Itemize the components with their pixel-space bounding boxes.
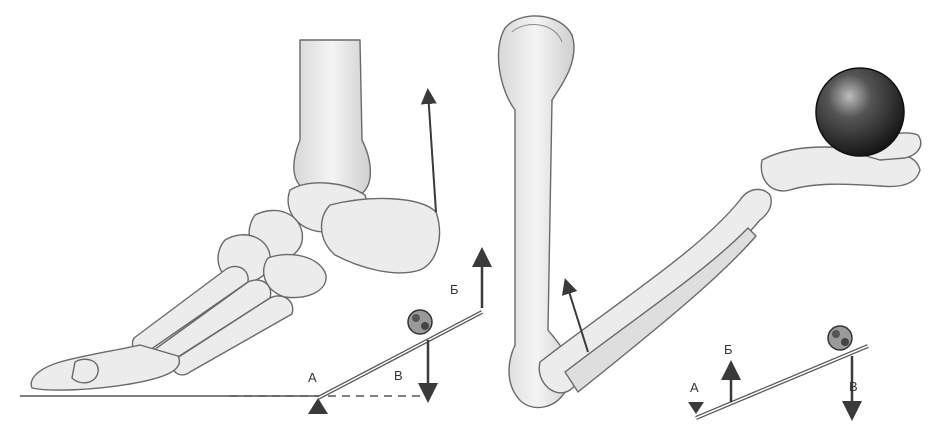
toe-phalanges: [31, 345, 179, 390]
arm-label-effort: Б: [724, 342, 733, 357]
arm-label-load: В: [849, 379, 858, 394]
foot-label-load: В: [394, 368, 403, 383]
cuboid-bone: [264, 255, 326, 298]
foot-label-effort: Б: [450, 282, 459, 297]
calcaneus-bone: [322, 199, 440, 273]
arm-lever-schematic: А Б В: [688, 326, 868, 418]
foot-label-fulcrum: А: [308, 370, 317, 385]
forearm-bones: [539, 189, 771, 392]
arm-lever-fulcrum: [688, 402, 704, 414]
toe-joint: [72, 359, 98, 383]
forearm-ulna: [565, 228, 756, 392]
foot-skeleton: [20, 40, 439, 396]
tibia-bone: [294, 40, 371, 200]
achilles-force-arrow: [428, 92, 436, 212]
arm-lever-weight: [828, 326, 852, 350]
ball: [816, 68, 904, 156]
arm-label-fulcrum: А: [690, 380, 699, 395]
foot-lever-weight: [408, 310, 432, 334]
foot-lever-fulcrum: [308, 398, 328, 414]
